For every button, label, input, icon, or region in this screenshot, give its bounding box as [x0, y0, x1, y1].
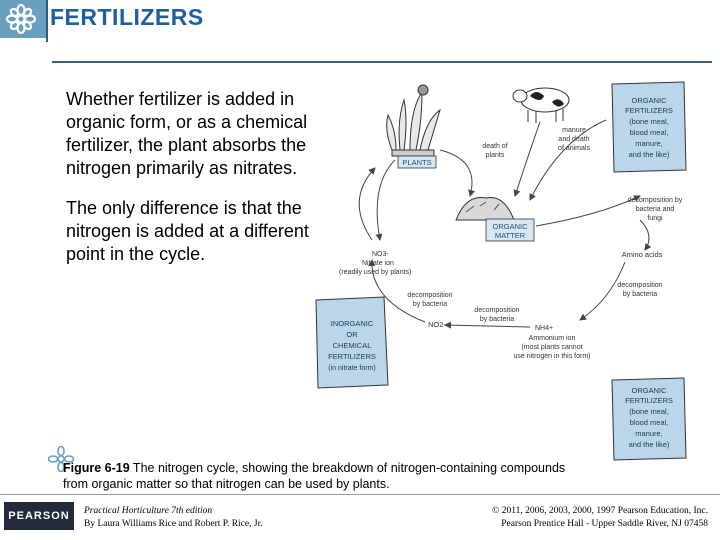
decomposition-bacteria-right-label: decomposition [617, 282, 662, 289]
bag-top-line: (bone meal, [629, 117, 669, 126]
plants-label: PLANTS [402, 158, 431, 167]
decomposition-bacteria-fungi-label: decomposition by [628, 197, 683, 204]
decomposition-bacteria-fungi-label: bacteria and [636, 206, 675, 213]
organic-fertilizer-bag-top: ORGANIC FERTILIZERS (bone meal, blood me… [611, 81, 687, 173]
body-paragraph-1: Whether fertilizer is added in organic f… [66, 89, 308, 178]
bag-top-line: and the like) [629, 150, 670, 159]
nitrate-label: (readily used by plants) [339, 269, 411, 276]
organic-matter-label: MATTER [495, 231, 526, 240]
footer-book-info: Practical Horticulture 7th edition By La… [84, 505, 263, 531]
plants-illustration [386, 84, 441, 157]
ammonium-label: NH4+ [535, 325, 553, 332]
nitrogen-cycle-diagram: ORGANIC FERTILIZERS (bone meal, blood me… [315, 81, 687, 461]
left-accent-line [46, 0, 48, 42]
caption-flower-icon [48, 446, 74, 472]
nitrate-label: Nitrate ion [362, 260, 394, 267]
nitrite-label: NO2- [428, 320, 446, 329]
organic-fertilizer-bag-bottom: ORGANIC FERTILIZERS (bone meal, blood me… [611, 377, 687, 461]
flower-logo-icon [5, 4, 37, 34]
decomposition-bacteria-right-label: by bacteria [623, 291, 657, 298]
manure-label: and death [558, 136, 589, 143]
bag-left-line: (in nitrate form) [328, 365, 375, 372]
death-of-plants-label: plants [486, 152, 505, 159]
inorganic-fertilizer-bag: INORGANIC OR CHEMICAL FERTILIZERS (in ni… [315, 296, 389, 389]
footer-publisher-line: Pearson Prentice Hall - Upper Saddle Riv… [501, 519, 708, 529]
footer-copyright: © 2011, 2006, 2003, 2000, 1997 Pearson E… [492, 506, 708, 516]
organic-matter-label: ORGANIC [492, 222, 528, 231]
bag-bottom-line: and the like) [629, 440, 670, 449]
cycle-arrows [358, 119, 652, 329]
footer-divider [0, 494, 720, 495]
bag-left-line: CHEMICAL [333, 341, 372, 350]
footer-authors: By Laura Williams Rice and Robert P. Ric… [84, 519, 263, 529]
footer-book-title: Practical Horticulture 7th edition [84, 506, 213, 516]
manure-label: manure [562, 127, 586, 134]
decomposition-bacteria-mid-label: decomposition [407, 292, 452, 299]
bag-bottom-line: manure, [635, 429, 663, 438]
decomposition-bacteria-mid-label: by bacteria [413, 301, 447, 308]
figure-caption: Figure 6-19 The nitrogen cycle, showing … [63, 460, 583, 492]
organic-matter-mound [455, 196, 515, 221]
body-paragraph-2: The only difference is that the nitrogen… [66, 198, 309, 264]
bag-left-line: FERTILIZERS [328, 352, 376, 361]
ammonium-label: use nitrogen in this form) [513, 353, 590, 360]
pearson-logo: PEARSON [4, 502, 74, 530]
bag-bottom-line: (bone meal, [629, 407, 669, 416]
bag-left-line: INORGANIC [331, 319, 374, 328]
bag-top-line: manure, [635, 139, 663, 148]
bag-top-line: blood meal, [630, 128, 669, 137]
bag-bottom-line: ORGANIC [631, 386, 667, 395]
decomposition-bacteria-fungi-label: fungi [647, 215, 663, 222]
cow-illustration [512, 87, 570, 123]
slide-title: FERTILIZERS [50, 4, 204, 30]
bag-bottom-line: FERTILIZERS [625, 396, 673, 405]
manure-label: of animals [558, 145, 590, 152]
figure-caption-label: Figure 6-19 [63, 461, 130, 475]
death-of-plants-label: death of [482, 143, 507, 150]
figure-caption-text: The nitrogen cycle, showing the breakdow… [63, 461, 566, 491]
title-divider [52, 61, 712, 63]
bag-bottom-line: blood meal, [630, 418, 669, 427]
decomposition-bacteria-low-label: by bacteria [480, 316, 514, 323]
bag-top-line: FERTILIZERS [625, 106, 673, 115]
bag-top-line: ORGANIC [631, 96, 667, 105]
ammonium-label: (most plants cannot [521, 344, 582, 351]
bag-left-line: OR [346, 330, 358, 339]
nitrate-label: NO3- [372, 251, 389, 258]
ammonium-label: Ammonium ion [529, 335, 576, 342]
decomposition-bacteria-low-label: decomposition [474, 307, 519, 314]
footer-copyright-info: © 2011, 2006, 2003, 2000, 1997 Pearson E… [492, 505, 708, 531]
amino-acids-label: Amino acids [622, 250, 663, 259]
